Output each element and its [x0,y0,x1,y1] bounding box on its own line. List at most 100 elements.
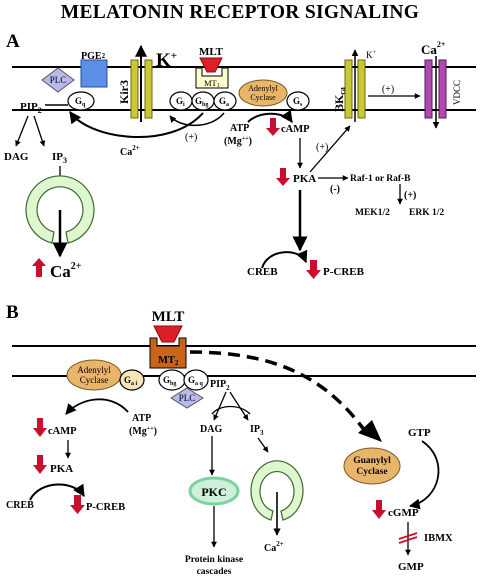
ibmx-label: IBMX [424,533,453,544]
gmp-label: GMP [398,561,424,573]
mek-label: MEK1/2 [355,208,390,218]
mlt-ligand-a [199,57,223,73]
pkc-ellipse [188,476,240,506]
mg-label-a: (Mg++) [224,136,252,147]
gaq-label-b: Ga q [188,375,204,387]
pcreb-down-red-arrow-b [70,495,85,514]
plus-raf-mek: (+) [404,190,416,201]
ca-mid: Ca2+ [120,144,140,158]
panel-b-label: B [6,302,19,323]
pka-label-a: PKA [293,173,316,185]
dag-label-a: DAG [4,151,29,163]
minus-pka-raf: (-) [330,184,340,195]
ga-ellipse-a [213,91,237,111]
plc-diamond-b [170,387,204,409]
plc-diamond-a [41,67,75,93]
gbg-label-a: Gbg [195,96,208,108]
mt2-receptor [149,337,187,369]
mlt-label-b: MLT [152,309,185,325]
ca-top: Ca2+ [421,40,446,57]
bk-kplus: K+ [366,50,377,60]
kir3-label: Kir3 [117,80,131,104]
diagram-title: MELATONIN RECEPTOR SIGNALING [61,2,419,23]
camp-down-red-arrow [266,118,280,136]
adenylyl-cyclase-a [238,79,288,107]
pcreb-down-red-arrow-a [306,260,321,279]
adenylyl-label-b-1: Adenylyl [77,365,111,375]
gbg-to-plc-arrow [69,111,204,139]
k-plus-big: K+ [156,50,177,71]
plus-bk-vdcc: (+) [382,84,394,95]
gi-label-a: Gi [176,96,185,108]
er-ring-a [25,175,95,244]
atp-to-camp-b [65,398,129,415]
guanylyl-label-1: Guanylyl [353,456,391,466]
camp-label-b: cAMP [48,426,77,437]
creb-to-pcreb-arrow-a [261,249,308,269]
atp-label-b: ATP [132,413,151,424]
gbg-label-b: Gbg [163,375,176,387]
vdcc-channel-right [438,59,447,119]
creb-label-a: CREB [247,266,278,278]
creb-to-pcreb-arrow-b [29,483,85,501]
gq-label: Gq [75,96,86,108]
ip3-label-a: IP3 [52,151,67,165]
cgmp-down-red-arrow [372,500,386,519]
kir3-channel-right [144,59,153,119]
gai-label-b: Ga i [124,375,138,387]
pip2-to-ip3 [33,115,46,147]
ip3-to-er-b [257,437,269,453]
pka-down-red-arrow-a [276,168,290,186]
adenylyl-label-a-2: Cyclase [250,93,276,102]
guanylyl-cyclase [343,447,401,485]
mt2-label: MT2 [158,355,179,367]
adenylyl-label-a-1: Adenylyl [248,84,279,93]
mlt-ligand-b [153,325,183,343]
cgmp-label: cGMP [388,507,419,519]
ca-up-red-arrow [32,258,46,277]
ga-label-a: Ga [219,96,229,108]
camp-down-red-arrow-b [33,418,47,437]
pka-to-bk [309,125,351,173]
erk-label: ERK 1/2 [409,208,444,218]
pip2-to-dag [15,115,29,147]
mlt-label-a: MLT [199,46,224,58]
pip2-label-a: PIP2 [20,101,42,115]
mt2-to-guanylyl-head [358,420,382,442]
pkc-label: PKC [201,485,226,499]
pcreb-label-b: P-CREB [86,502,125,513]
plus-gbg-plc: (+) [185,132,197,143]
kir3-channel-left [130,59,139,119]
guanylyl-label-2: Cyclase [356,467,387,477]
pip2-branch [211,405,251,415]
gtp-to-cgmp [408,440,440,510]
bk-channel-left [344,59,353,119]
gq-ellipse [67,91,95,111]
gs-label-a: Gs [293,96,303,108]
plus-pka-bk: (+) [316,142,328,153]
creb-label-b: CREB [6,500,34,511]
dag-label-b: DAG [200,424,222,435]
plc-label-a: PLC [50,75,67,85]
atp-label-a: ATP [230,123,249,134]
pge2-receptor [80,59,108,88]
mt1-receptor [195,67,229,89]
gbg-to-kir-arrow [169,112,225,127]
ibmx-block-2 [398,536,418,544]
pka-label-b: PKA [50,463,73,475]
protein-kinase-label-2: cascades [197,567,232,577]
mg-label-b: (Mg++) [129,426,157,437]
mt1-label: MT1 [204,78,220,89]
vdcc-channel-left [424,59,433,119]
protein-kinase-label-1: Protein kinase [185,555,243,565]
gaq-ellipse-b [183,369,209,391]
camp-label-a: cAMP [281,124,310,135]
gtp-label: GTP [408,427,431,439]
bk-label: BKca [332,87,347,112]
vdcc-label: VDCC [452,80,462,105]
atp-to-camp-arrow [247,109,293,123]
er-ring-b [250,460,304,521]
pcreb-label-a: P-CREB [323,266,365,278]
ibmx-block-1 [398,532,418,540]
